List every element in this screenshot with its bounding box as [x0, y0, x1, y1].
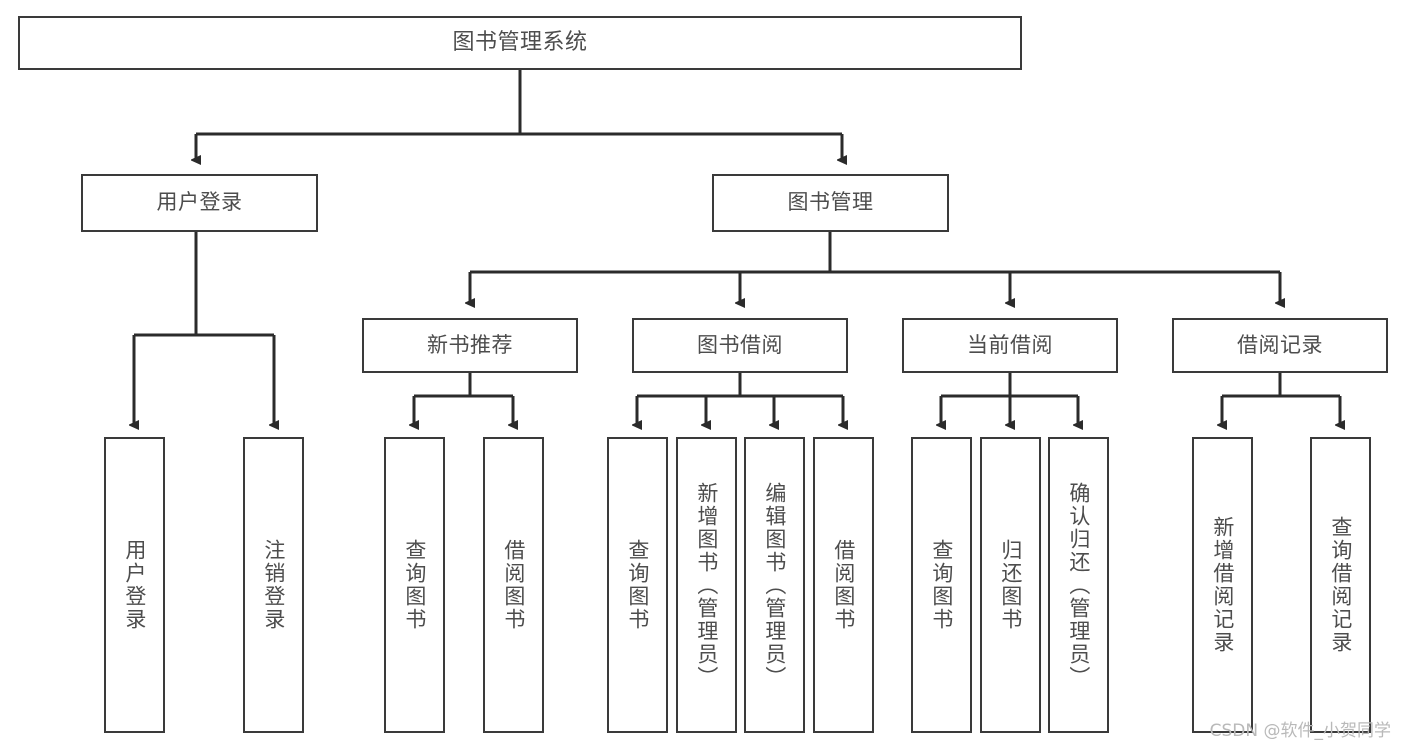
- node-book-management[interactable]: 图书管理: [712, 174, 949, 232]
- leaf-query-books-newbook[interactable]: 查询图书: [384, 437, 445, 733]
- node-label: 编辑图书（管理员）: [762, 481, 787, 689]
- leaf-borrow-books[interactable]: 借阅图书: [813, 437, 874, 733]
- leaf-return-books[interactable]: 归还图书: [980, 437, 1041, 733]
- node-label: 借阅记录: [1237, 332, 1323, 357]
- leaf-edit-book-admin[interactable]: 编辑图书（管理员）: [744, 437, 805, 733]
- csdn-watermark: CSDN @软件_小贺同学: [1209, 721, 1391, 741]
- leaf-add-borrow-record[interactable]: 新增借阅记录: [1192, 437, 1253, 733]
- leaf-query-borrow-record[interactable]: 查询借阅记录: [1310, 437, 1371, 733]
- leaf-query-books-borrow[interactable]: 查询图书: [607, 437, 668, 733]
- node-new-book-recommendation[interactable]: 新书推荐: [362, 318, 578, 373]
- leaf-query-books-current[interactable]: 查询图书: [911, 437, 972, 733]
- node-label: 借阅图书: [831, 539, 856, 631]
- leaf-user-login[interactable]: 用户登录: [104, 437, 165, 733]
- node-book-borrowing[interactable]: 图书借阅: [632, 318, 848, 373]
- leaf-add-book-admin[interactable]: 新增图书（管理员）: [676, 437, 737, 733]
- node-label: 查询图书: [625, 539, 650, 631]
- node-label: 图书借阅: [697, 332, 783, 357]
- node-borrowing-records[interactable]: 借阅记录: [1172, 318, 1388, 373]
- leaf-confirm-return-admin[interactable]: 确认归还（管理员）: [1048, 437, 1109, 733]
- leaf-logout-login[interactable]: 注销登录: [243, 437, 304, 733]
- node-label: 归还图书: [998, 539, 1023, 631]
- node-current-borrowing[interactable]: 当前借阅: [902, 318, 1118, 373]
- node-label: 当前借阅: [967, 332, 1053, 357]
- node-label: 注销登录: [261, 539, 286, 631]
- node-label: 借阅图书: [501, 539, 526, 631]
- node-label: 查询借阅记录: [1328, 516, 1353, 654]
- leaf-borrow-books-newbook[interactable]: 借阅图书: [483, 437, 544, 733]
- node-label: 查询图书: [402, 539, 427, 631]
- node-label: 图书管理系统: [452, 29, 588, 55]
- node-label: 新增借阅记录: [1210, 516, 1235, 654]
- node-label: 确认归还（管理员）: [1066, 481, 1091, 689]
- node-label: 用户登录: [122, 539, 147, 631]
- node-user-login[interactable]: 用户登录: [81, 174, 318, 232]
- node-label: 图书管理: [787, 190, 874, 215]
- node-root-library-system[interactable]: 图书管理系统: [18, 16, 1022, 70]
- node-label: 新增图书（管理员）: [694, 481, 719, 689]
- node-label: 用户登录: [156, 190, 243, 215]
- node-label: 新书推荐: [427, 332, 513, 357]
- node-label: 查询图书: [929, 539, 954, 631]
